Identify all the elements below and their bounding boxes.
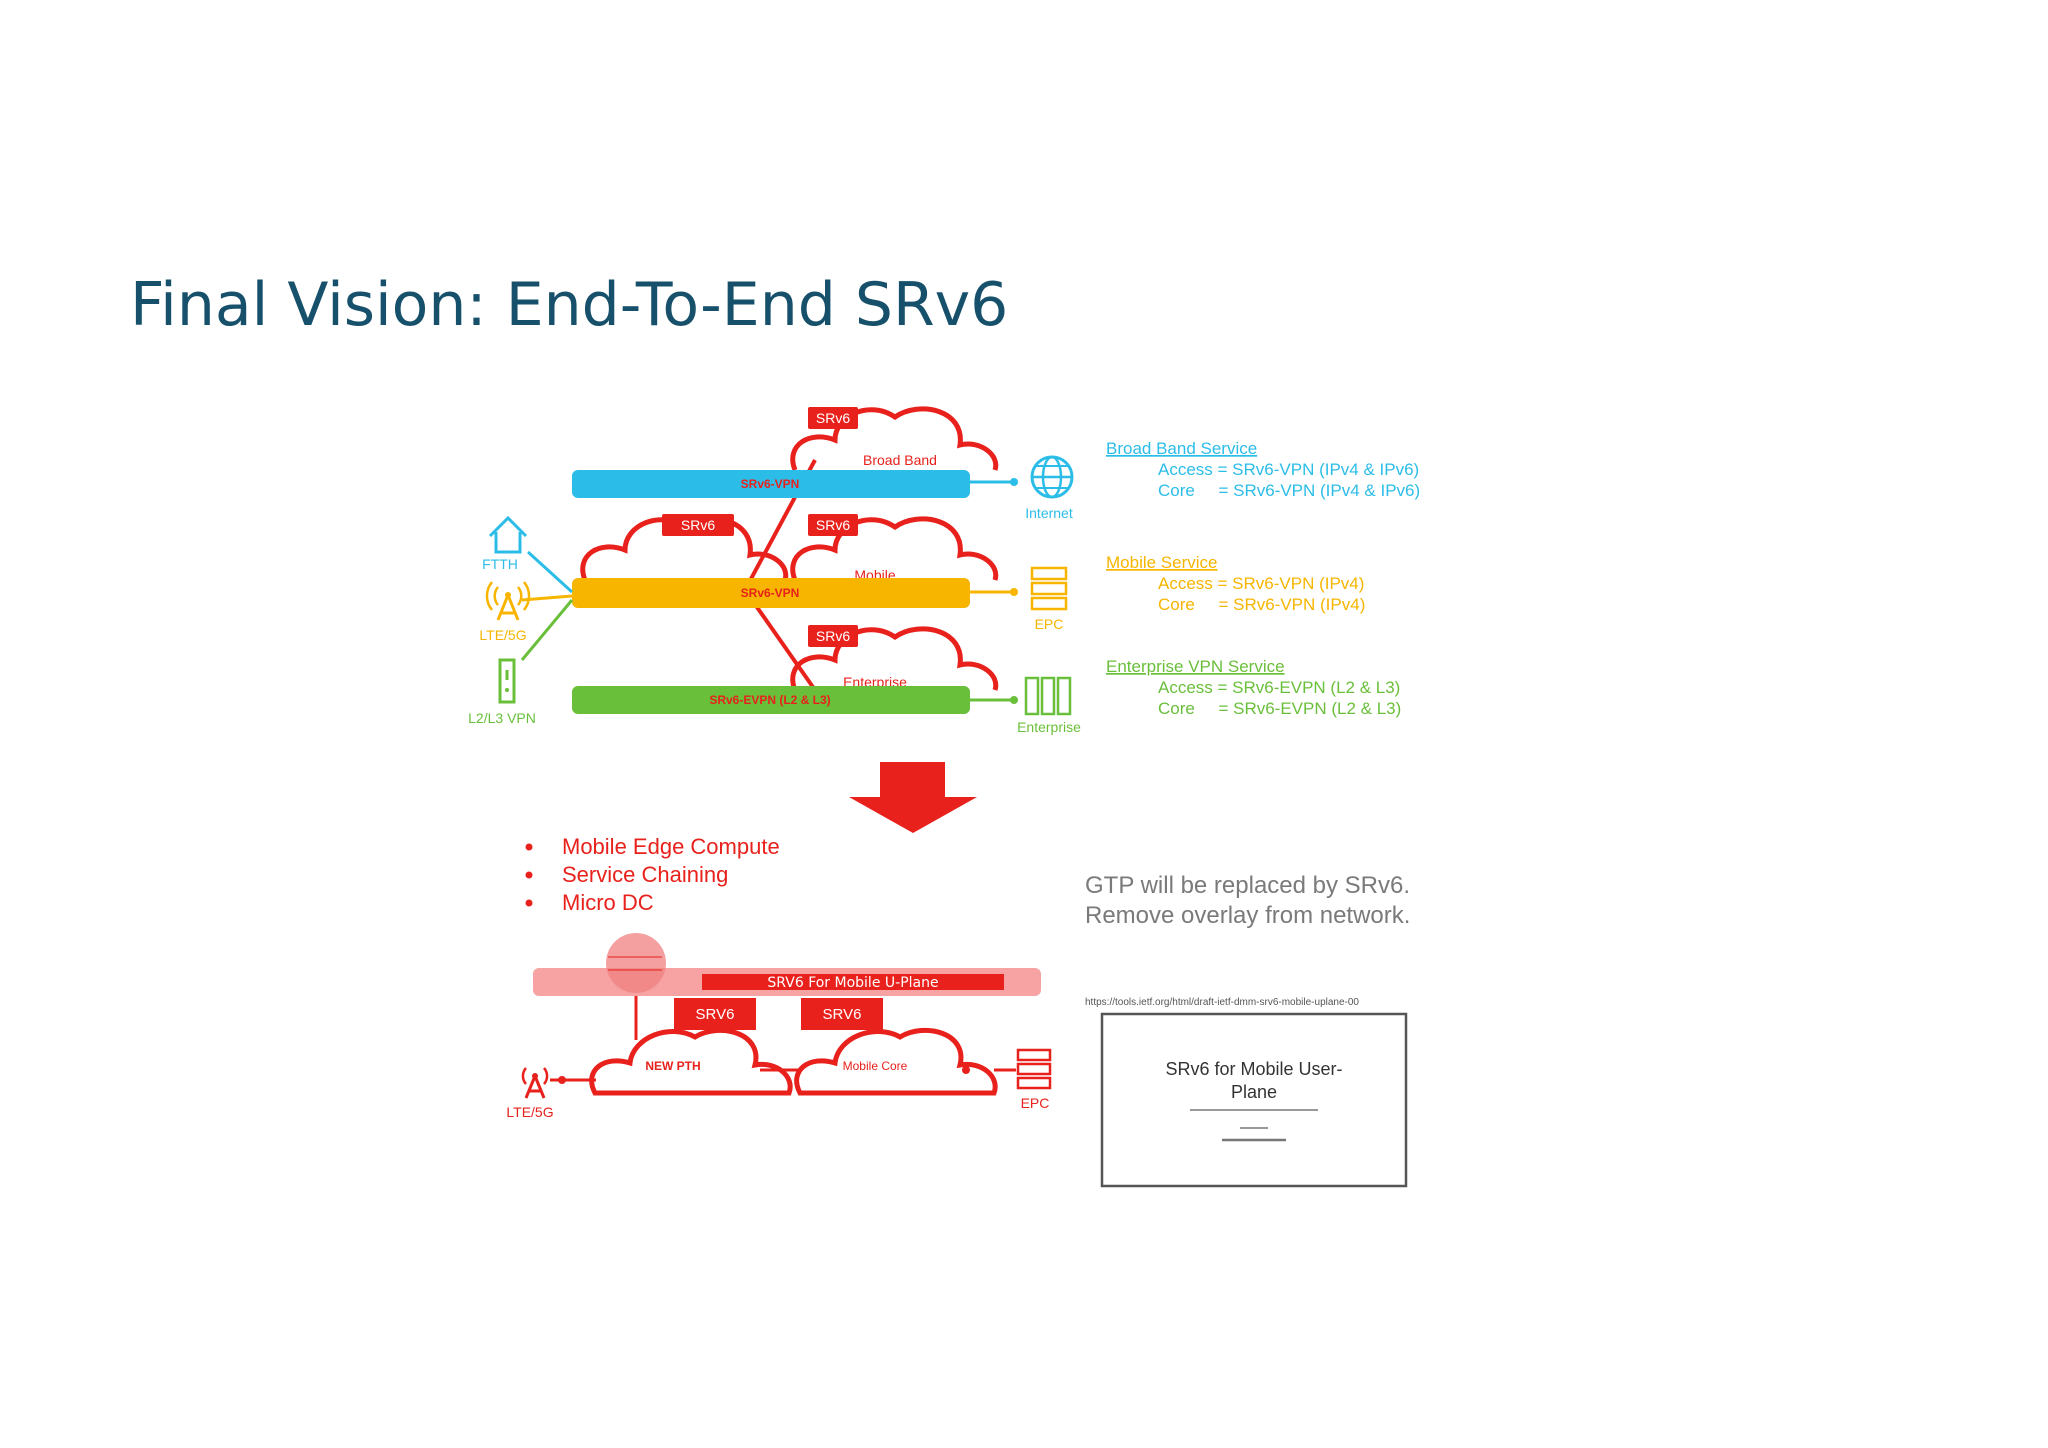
svg-text:SRV6: SRV6 (823, 1006, 862, 1023)
bottom-label-epc: EPC (1021, 1095, 1050, 1111)
endpoint-label-enterprise: Enterprise (1017, 719, 1081, 735)
service-core: Core = SRv6-VPN (IPv4 & IPv6) (1158, 481, 1420, 500)
pipe-enterprise: SRv6-EVPN (L2 & L3) (572, 686, 970, 714)
globe-icon (1030, 455, 1074, 499)
svg-text:SRv6: SRv6 (816, 410, 850, 426)
bullet-item: Service Chaining (562, 862, 728, 887)
access-label-ftth: FTTH (482, 556, 518, 572)
pipe-mobile: SRv6-VPN (572, 578, 970, 608)
server-icon (1030, 566, 1068, 611)
service-heading: Enterprise VPN Service (1106, 657, 1285, 676)
antenna-icon (521, 1067, 549, 1099)
draft-document-thumbnail: SRv6 for Mobile User- Plane (1100, 1012, 1408, 1188)
service-core: Core = SRv6-VPN (IPv4) (1158, 595, 1365, 614)
cloud-mobile-core: Mobile Core (794, 1027, 998, 1096)
service-enterprise: Enterprise VPN Service Access = SRv6-EVP… (1106, 657, 1401, 718)
pipe-label: SRv6-VPN (741, 586, 800, 600)
svg-text:SRV6: SRV6 (696, 1006, 735, 1023)
cloud-label: NEW PTH (645, 1059, 700, 1073)
uplane-pipe: SRV6 For Mobile U-Plane (533, 933, 1041, 996)
service-access: Access = SRv6-EVPN (L2 & L3) (1158, 678, 1400, 697)
service-access: Access = SRv6-VPN (IPv4) (1158, 574, 1364, 593)
svg-text:SRv6: SRv6 (681, 517, 715, 533)
doc-title: SRv6 for Mobile User- (1165, 1059, 1342, 1079)
service-heading: Mobile Service (1106, 553, 1218, 572)
pipe-label: SRv6-EVPN (L2 & L3) (709, 693, 830, 707)
srv6-tag: SRV6 (801, 998, 883, 1030)
svg-text:SRv6: SRv6 (816, 517, 850, 533)
service-access: Access = SRv6-VPN (IPv4 & IPv6) (1158, 460, 1419, 479)
service-mobile: Mobile Service Access = SRv6-VPN (IPv4) … (1106, 553, 1365, 614)
cloud-new-pth: NEW PTH (589, 1027, 793, 1096)
device-icon (498, 658, 516, 704)
endpoint-label-epc: EPC (1035, 616, 1064, 632)
building-icon (1024, 676, 1072, 716)
doc-title: Plane (1231, 1082, 1277, 1102)
down-arrow-icon (849, 762, 977, 833)
service-core: Core = SRv6-EVPN (L2 & L3) (1158, 699, 1401, 718)
srv6-tag: SRv6 (808, 625, 858, 647)
srv6-tag: SRV6 (674, 998, 756, 1030)
note-line: Remove overlay from network. (1085, 902, 1410, 929)
server-icon (1016, 1048, 1052, 1090)
srv6-tag: SRv6 (662, 514, 734, 536)
slide-title: Final Vision: End-To-End SRv6 (130, 270, 1009, 340)
antenna-icon (485, 581, 531, 621)
srv6-tag: SRv6 (808, 407, 858, 429)
draft-url: https://tools.ietf.org/html/draft-ietf-d… (1085, 997, 1359, 1008)
service-broadband: Broad Band Service Access = SRv6-VPN (IP… (1106, 439, 1420, 500)
access-label-lte: LTE/5G (479, 627, 526, 643)
gtp-note: GTP will be replaced by SRv6. Remove ove… (1085, 872, 1410, 929)
endpoint-label-internet: Internet (1025, 505, 1073, 521)
bullet-item: Micro DC (562, 890, 654, 915)
svg-text:SRv6: SRv6 (816, 628, 850, 644)
bullet-item: Mobile Edge Compute (562, 834, 780, 859)
srv6-tag: SRv6 (808, 514, 858, 536)
cloud-label: Broad Band (863, 452, 937, 468)
cloud-broadband: Broad Band (790, 406, 999, 471)
bullet-list: Mobile Edge Compute Service Chaining Mic… (525, 834, 780, 915)
access-label-l2l3: L2/L3 VPN (468, 710, 536, 726)
cloud-label: Mobile Core (843, 1059, 908, 1073)
house-icon (488, 515, 528, 554)
bottom-label-lte: LTE/5G (506, 1104, 553, 1120)
pipe-label: SRV6 For Mobile U-Plane (767, 975, 938, 991)
pipe-broadband: SRv6-VPN (572, 470, 970, 498)
service-heading: Broad Band Service (1106, 439, 1257, 458)
note-line: GTP will be replaced by SRv6. (1085, 872, 1410, 899)
pipe-label: SRv6-VPN (741, 477, 800, 491)
